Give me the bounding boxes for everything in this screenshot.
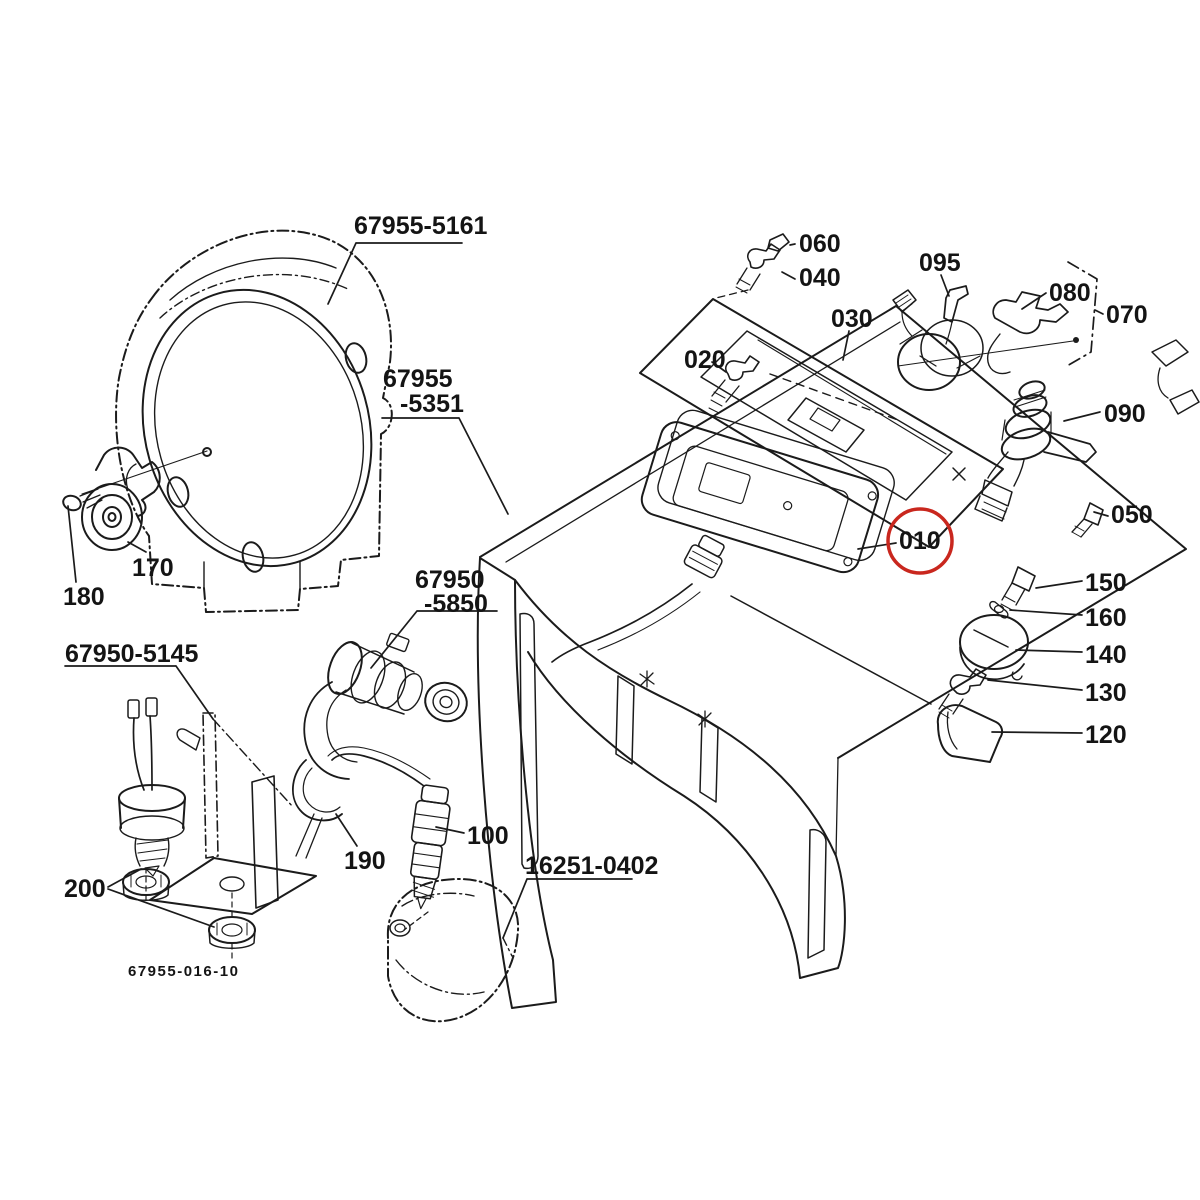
bolt-050: [1071, 502, 1104, 538]
bolt-150: [1000, 566, 1036, 611]
speed-sensor-100: [327, 746, 451, 931]
key-switch: [892, 285, 984, 391]
callout-140: 140: [1085, 641, 1127, 669]
fuel-sender-5850: [303, 632, 468, 780]
callout-150: 150: [1085, 569, 1127, 597]
bolt-040: [715, 243, 781, 299]
hose-clamp-190: [292, 759, 343, 859]
callout-040: 040: [799, 264, 841, 292]
part-number-67950-5850-line1: 67950: [415, 566, 485, 594]
bolt-020: [708, 355, 760, 414]
highlight-circle-010: [886, 507, 954, 575]
callout-130: 130: [1085, 679, 1127, 707]
bolt-180: [62, 450, 208, 512]
callout-070: 070: [1106, 301, 1148, 329]
callout-050: 050: [1111, 501, 1153, 529]
harness-connectors: [1151, 339, 1200, 415]
callout-030: 030: [831, 305, 873, 333]
part-number-67955-5351-line1: 67955: [383, 365, 453, 393]
bracket-5145: [145, 712, 317, 959]
dash-cowl: [476, 557, 846, 1009]
callout-095: 095: [919, 249, 961, 277]
callout-010: 010: [899, 527, 941, 555]
drawing-code: 67955-016-10: [128, 963, 240, 980]
part-number-16251-0402: 16251-0402: [525, 852, 659, 880]
part-number-67950-5145: 67950-5145: [65, 640, 199, 668]
washer-160: [989, 600, 1009, 619]
callout-200: 200: [64, 875, 106, 903]
callout-180: 180: [63, 583, 105, 611]
case-boss: [389, 919, 411, 937]
callout-080: 080: [1049, 279, 1091, 307]
part-number-67950-5850-line2: -5850: [424, 590, 488, 618]
callout-170: 170: [132, 554, 174, 582]
light-switch-090: [974, 380, 1097, 522]
bracket-070-phantom: [897, 261, 1098, 367]
panel-backing: [479, 305, 1187, 759]
part-number-67955-5161: 67955-5161: [354, 212, 488, 240]
meter-hood-frame: [639, 298, 1004, 548]
sender-5145: [118, 697, 186, 877]
callout-160: 160: [1085, 604, 1127, 632]
callout-090: 090: [1104, 400, 1146, 428]
bracket-120: [936, 704, 1004, 763]
callout-020: 020: [684, 346, 726, 374]
knob-140: [959, 614, 1029, 681]
part-number-67955-5351-line2: -5351: [400, 390, 464, 418]
speedo-cable: [551, 534, 725, 663]
transmission-case: [386, 878, 520, 1023]
callout-060: 060: [799, 230, 841, 258]
switch-080: [986, 291, 1069, 375]
instrument-cluster: [640, 409, 895, 574]
callout-100: 100: [467, 822, 509, 850]
meter-panel-ring: [115, 229, 393, 613]
callout-190: 190: [344, 847, 386, 875]
leader-lines: [64, 242, 1109, 957]
callout-120: 120: [1085, 721, 1127, 749]
